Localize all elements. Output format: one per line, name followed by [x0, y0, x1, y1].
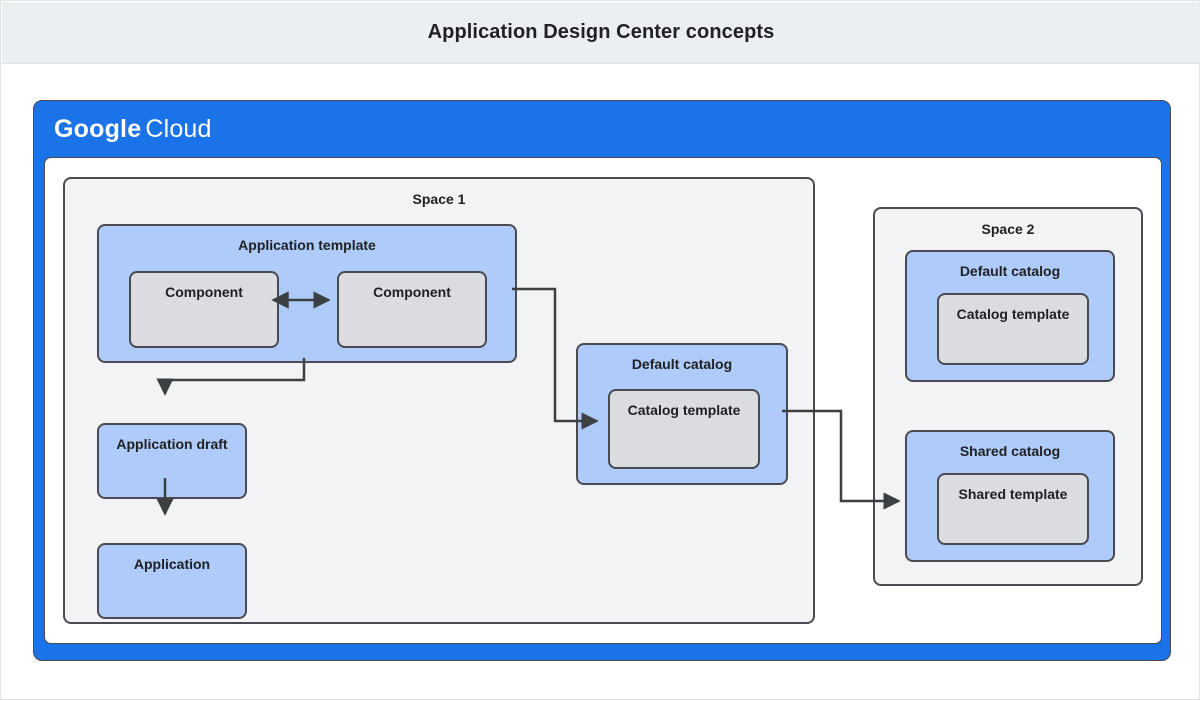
space-1-label: Space 1 — [412, 191, 466, 207]
component-left-box[interactable]: Component — [129, 271, 279, 348]
catalog-template-space-2-box[interactable]: Catalog template — [937, 293, 1089, 365]
application-draft-box[interactable]: Application draft — [97, 423, 247, 499]
page-header: Application Design Center concepts — [2, 2, 1200, 64]
application-template-box[interactable]: Application template Component Component — [97, 224, 517, 363]
page-title: Application Design Center concepts — [427, 21, 775, 43]
component-left-label: Component — [165, 284, 243, 300]
application-label: Application — [133, 556, 211, 572]
catalog-template-space-2-label: Catalog template — [956, 306, 1070, 322]
shared-template-label: Shared template — [958, 486, 1068, 502]
default-catalog-space-1-label: Default catalog — [631, 356, 733, 372]
google-cloud-logo-primary: Google — [54, 115, 142, 143]
space-2-container: Space 2 Default catalog Catalog template… — [873, 207, 1143, 586]
default-catalog-space-2-box[interactable]: Default catalog Catalog template — [905, 250, 1115, 382]
component-right-box[interactable]: Component — [337, 271, 487, 348]
application-box[interactable]: Application — [97, 543, 247, 619]
space-2-label: Space 2 — [981, 221, 1035, 237]
component-right-label: Component — [373, 284, 451, 300]
application-draft-label: Application draft — [116, 436, 228, 452]
shared-catalog-space-2-label: Shared catalog — [959, 443, 1061, 459]
catalog-template-space-1-box[interactable]: Catalog template — [608, 389, 760, 469]
default-catalog-space-1-box[interactable]: Default catalog Catalog template — [576, 343, 788, 485]
google-cloud-frame-interior: Space 1 Application template Component C… — [44, 157, 1162, 644]
shared-catalog-space-2-box[interactable]: Shared catalog Shared template — [905, 430, 1115, 562]
catalog-template-space-1-label: Catalog template — [627, 402, 741, 418]
application-template-label: Application template — [238, 237, 376, 253]
shared-template-box[interactable]: Shared template — [937, 473, 1089, 545]
space-1-container: Space 1 Application template Component C… — [63, 177, 815, 624]
default-catalog-space-2-label: Default catalog — [959, 263, 1061, 279]
google-cloud-logo-secondary: Cloud — [145, 115, 212, 143]
